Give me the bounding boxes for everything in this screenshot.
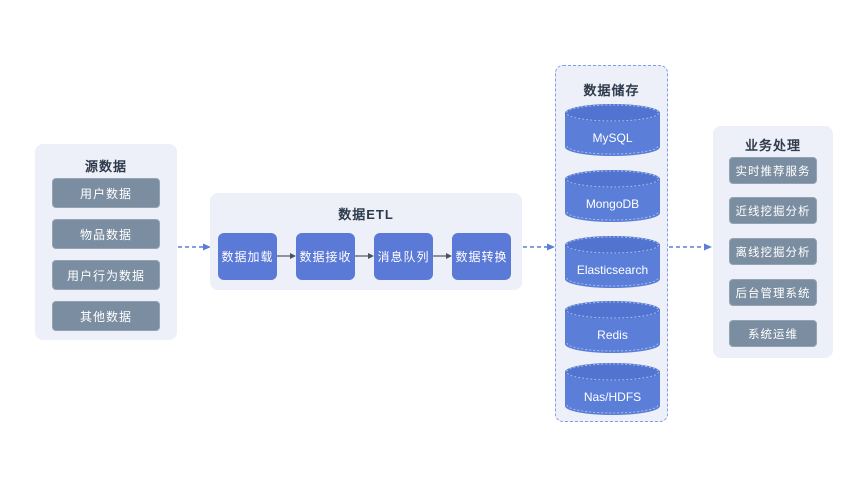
node-item-data: 物品数据: [52, 219, 160, 249]
etl-panel-title: 数据ETL: [338, 207, 394, 222]
node-user-data: 用户数据: [52, 178, 160, 208]
panel-data-storage: 数据储存 MySQL MongoDB Elasticsearch Redis N…: [555, 65, 668, 422]
arrow-storage-to-business-icon: [669, 242, 712, 252]
database-cylinder-nas-hdfs: Nas/HDFS: [565, 363, 660, 415]
source-panel-title: 源数据: [84, 159, 127, 174]
cylinder-label: Redis: [597, 328, 628, 342]
node-data-load: 数据加载: [218, 233, 277, 280]
arrow-queue-to-transform-icon: [433, 251, 452, 261]
arrow-source-to-etl-icon: [178, 242, 211, 252]
node-data-receive: 数据接收: [296, 233, 355, 280]
node-other-data: 其他数据: [52, 301, 160, 331]
database-cylinder-mongodb: MongoDB: [565, 170, 660, 222]
cylinder-label: MongoDB: [585, 197, 640, 211]
business-panel-title: 业务处理: [744, 138, 801, 153]
database-cylinder-redis: Redis: [565, 301, 660, 353]
node-nearline-mining-analysis: 近线挖掘分析: [729, 197, 817, 224]
database-cylinder-elasticsearch: Elasticsearch: [565, 236, 660, 288]
arrow-etl-to-storage-icon: [523, 242, 555, 252]
node-user-behavior-data: 用户行为数据: [52, 260, 160, 290]
node-offline-mining-analysis: 离线挖掘分析: [729, 238, 817, 265]
node-data-transform: 数据转换: [452, 233, 511, 280]
storage-panel-title: 数据储存: [583, 83, 640, 98]
node-realtime-recommend-service: 实时推荐服务: [729, 157, 817, 184]
panel-business-processing: 业务处理 实时推荐服务 近线挖掘分析 离线挖掘分析 后台管理系统 系统运维: [713, 126, 833, 358]
cylinder-label: Nas/HDFS: [583, 390, 642, 404]
cylinder-label: Elasticsearch: [576, 263, 649, 277]
cylinder-label: MySQL: [592, 131, 633, 145]
panel-source-data: 源数据 用户数据 物品数据 用户行为数据 其他数据: [35, 144, 177, 340]
arrow-load-to-receive-icon: [277, 251, 296, 261]
node-system-operations: 系统运维: [729, 320, 817, 347]
arrow-receive-to-queue-icon: [355, 251, 374, 261]
node-backend-management-system: 后台管理系统: [729, 279, 817, 306]
node-message-queue: 消息队列: [374, 233, 433, 280]
database-cylinder-mysql: MySQL: [565, 104, 660, 156]
panel-data-etl: 数据ETL 数据加载 数据接收 消息队列 数据转换: [210, 193, 522, 290]
